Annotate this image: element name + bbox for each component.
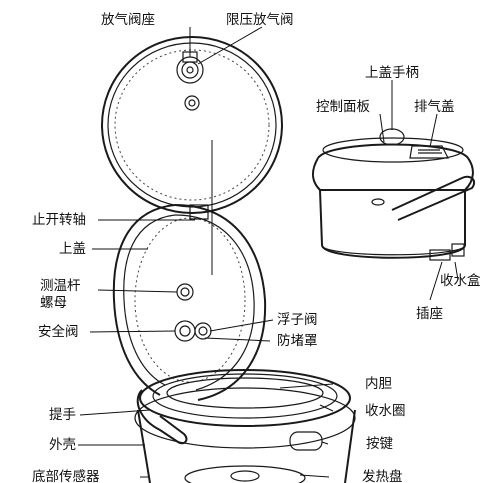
label-anti-block-cover: 防堵罩 <box>277 333 318 349</box>
label-handle: 提手 <box>49 407 76 423</box>
label-control-panel: 控制面板 <box>316 99 370 115</box>
label-pressure-limit-valve: 限压放气阀 <box>226 12 294 28</box>
label-water-ring: 收水圈 <box>365 403 406 419</box>
label-pivot-shaft: 止开转轴 <box>32 212 86 228</box>
label-outer-shell: 外壳 <box>49 437 76 453</box>
label-power-socket: 插座 <box>416 306 443 322</box>
label-temp-rod-nut-line2: 螺母 <box>40 295 67 311</box>
label-upper-lid: 上盖 <box>59 241 86 257</box>
labels: 放气阀座 限压放气阀 上盖手柄 控制面板 排气盖 止开转轴 上盖 测温杆 螺母 … <box>32 12 481 483</box>
label-button: 按键 <box>366 436 393 452</box>
label-safety-valve: 安全阀 <box>38 323 79 340</box>
label-water-box: 收水盒 <box>440 272 481 289</box>
label-vent-valve-seat: 放气阀座 <box>101 12 155 28</box>
lid-top-view <box>101 36 283 214</box>
label-heating-plate: 发热盘 <box>362 468 403 483</box>
label-bottom-sensor: 底部传感器 <box>32 468 100 483</box>
label-lid-handle: 上盖手柄 <box>365 65 419 81</box>
cooker-open-view <box>112 204 356 483</box>
label-exhaust-cover: 排气盖 <box>414 99 455 115</box>
label-temp-rod-nut-line1: 测温杆 <box>40 278 81 294</box>
label-temp-rod-nut: 测温杆 螺母 <box>40 278 85 311</box>
leader-lines <box>78 26 459 478</box>
cooker-closed-view <box>312 128 476 261</box>
label-float-valve: 浮子阀 <box>277 312 318 328</box>
label-inner-pot: 内胆 <box>365 376 392 392</box>
